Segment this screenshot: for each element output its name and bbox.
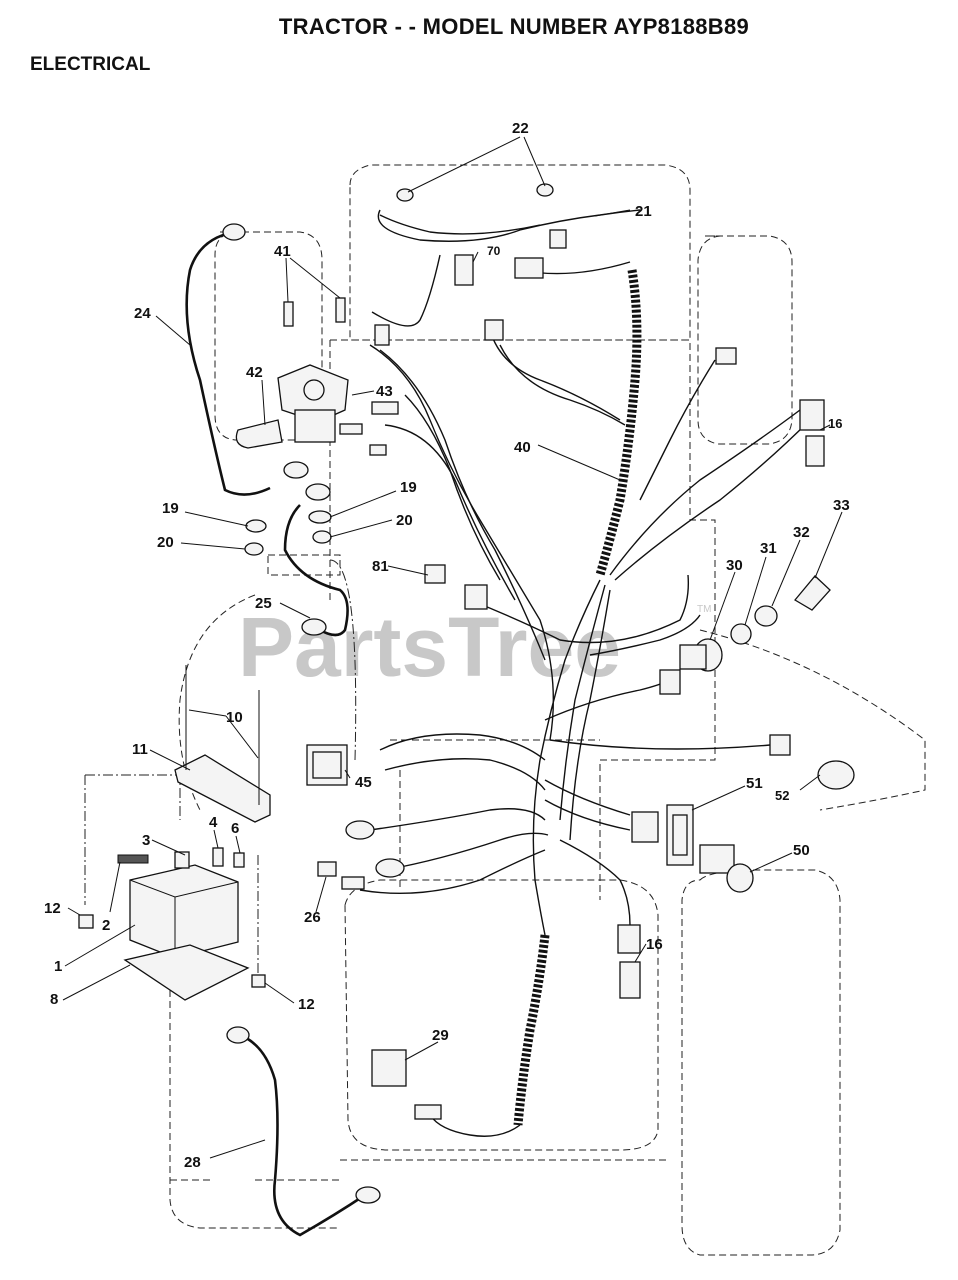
callout-1: 1	[54, 958, 62, 975]
callout-70: 70	[487, 244, 501, 258]
callout-41: 41	[274, 243, 291, 260]
callout-31: 31	[760, 540, 777, 557]
callout-12-left: 12	[44, 900, 61, 917]
callout-28: 28	[184, 1154, 201, 1171]
watermark: PartsTree	[238, 600, 621, 694]
callout-25: 25	[255, 595, 272, 612]
callout-43: 43	[376, 383, 393, 400]
callout-33: 33	[833, 497, 850, 514]
callout-42: 42	[246, 364, 263, 381]
leader-lines	[62, 136, 843, 1159]
callout-19-left: 19	[162, 500, 179, 517]
callout-4: 4	[209, 814, 218, 831]
callout-30: 30	[726, 557, 743, 574]
callout-21: 21	[635, 203, 652, 220]
callout-24: 24	[134, 305, 151, 322]
callout-32: 32	[793, 524, 810, 541]
watermark-tm: TM	[697, 604, 711, 615]
callout-11: 11	[132, 741, 148, 758]
callout-45: 45	[355, 774, 372, 791]
callout-8: 8	[50, 991, 58, 1008]
callout-20-right: 20	[396, 512, 413, 529]
callout-20-left: 20	[157, 534, 174, 551]
callout-3: 3	[142, 832, 150, 849]
callout-50: 50	[793, 842, 810, 859]
callout-52: 52	[775, 788, 789, 803]
callout-51: 51	[746, 775, 763, 792]
harness-coil-lower	[513, 934, 550, 1126]
callout-12-right: 12	[298, 996, 315, 1013]
callout-6: 6	[231, 820, 239, 837]
section-title: ELECTRICAL	[30, 54, 151, 75]
callout-26: 26	[304, 909, 321, 926]
harness-coil-upper	[595, 269, 642, 577]
page-title: TRACTOR - - MODEL NUMBER AYP8188B89	[278, 14, 750, 39]
callout-29: 29	[432, 1027, 449, 1044]
tractor-outline	[84, 164, 926, 1256]
callout-2: 2	[102, 917, 110, 934]
parts	[78, 183, 855, 1204]
callout-16-lower: 16	[646, 936, 663, 953]
callout-22: 22	[512, 120, 529, 137]
callout-40: 40	[514, 439, 531, 456]
callout-10: 10	[226, 709, 243, 726]
callouts: 22 21 70 41 24 42 43 40 16 19 19 20 20 3…	[44, 120, 850, 1171]
callout-16-upper: 16	[828, 416, 842, 431]
callout-19-right: 19	[400, 479, 417, 496]
callout-81: 81	[372, 558, 389, 575]
